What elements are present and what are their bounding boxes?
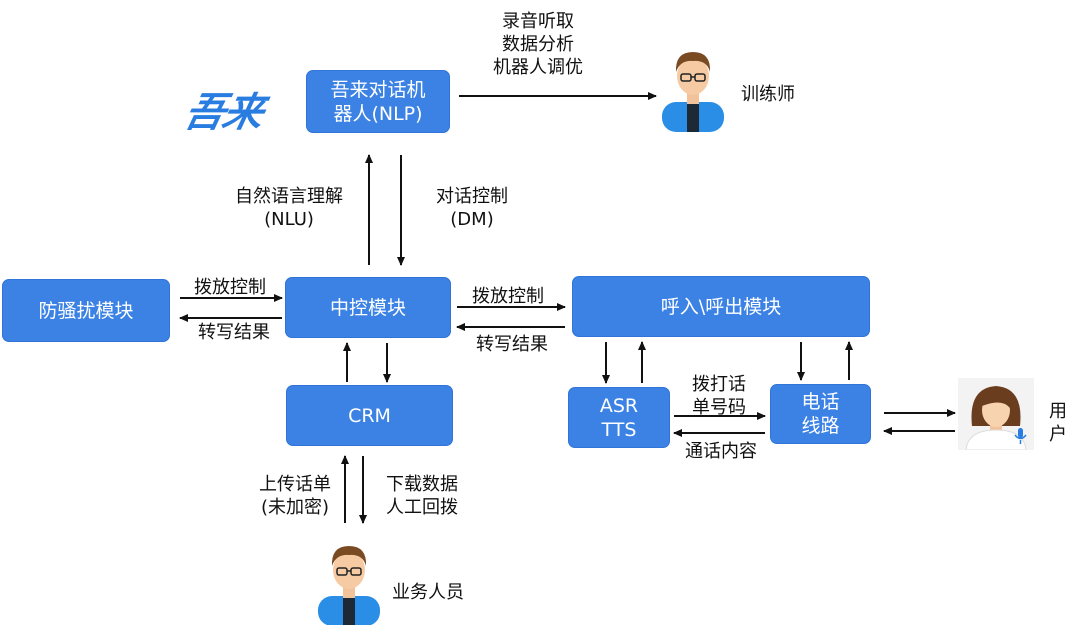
call-in-out-box[interactable]: 呼入\呼出模块 bbox=[572, 276, 870, 337]
nlp-box-line1: 吾来对话机 bbox=[330, 78, 426, 101]
tts-label: TTS bbox=[601, 418, 637, 441]
nlp-box-line2: 器人(NLP) bbox=[333, 102, 423, 125]
trainer-label: 训练师 bbox=[741, 84, 795, 105]
dial-number-label: 拨打话 单号码 bbox=[692, 374, 746, 418]
download-label: 下载数据 人工回拨 bbox=[386, 474, 458, 518]
call-in-out-label: 呼入\呼出模块 bbox=[660, 295, 782, 318]
crm-label: CRM bbox=[348, 404, 391, 427]
upload-label: 上传话单 (未加密) bbox=[259, 474, 331, 518]
user-avatar-icon bbox=[958, 378, 1034, 450]
user-label: 用 户 bbox=[1049, 401, 1067, 445]
phone-line-box[interactable]: 电话 线路 bbox=[770, 384, 871, 444]
dial-control-left-label: 拨放控制 bbox=[194, 277, 266, 298]
trainer-avatar-icon bbox=[662, 52, 724, 132]
call-content-label: 通话内容 bbox=[685, 441, 757, 462]
staff-avatar-icon bbox=[318, 546, 380, 625]
phone-line-line1: 电话 bbox=[801, 391, 840, 413]
staff-label: 业务人员 bbox=[392, 582, 464, 603]
anti-harassment-label: 防骚扰模块 bbox=[38, 299, 134, 322]
nlu-label: 自然语言理解 (NLU) bbox=[235, 186, 343, 230]
asr-label: ASR bbox=[599, 394, 639, 417]
dm-label: 对话控制 (DM) bbox=[436, 186, 508, 230]
dial-control-right-label: 拨放控制 bbox=[472, 286, 544, 307]
result-left-label: 转写结果 bbox=[198, 322, 270, 343]
phone-line-line2: 线路 bbox=[801, 415, 840, 437]
crm-box[interactable]: CRM bbox=[286, 385, 453, 446]
anti-harassment-box[interactable]: 防骚扰模块 bbox=[2, 279, 170, 342]
asr-tts-box[interactable]: ASR TTS bbox=[568, 387, 670, 448]
result-right-label: 转写结果 bbox=[476, 334, 548, 355]
trainer-task-label: 录音听取 数据分析 机器人调优 bbox=[493, 11, 583, 78]
central-control-label: 中控模块 bbox=[329, 296, 406, 319]
nlp-robot-box[interactable]: 吾来对话机 器人(NLP) bbox=[306, 70, 450, 133]
central-control-box[interactable]: 中控模块 bbox=[285, 277, 451, 338]
